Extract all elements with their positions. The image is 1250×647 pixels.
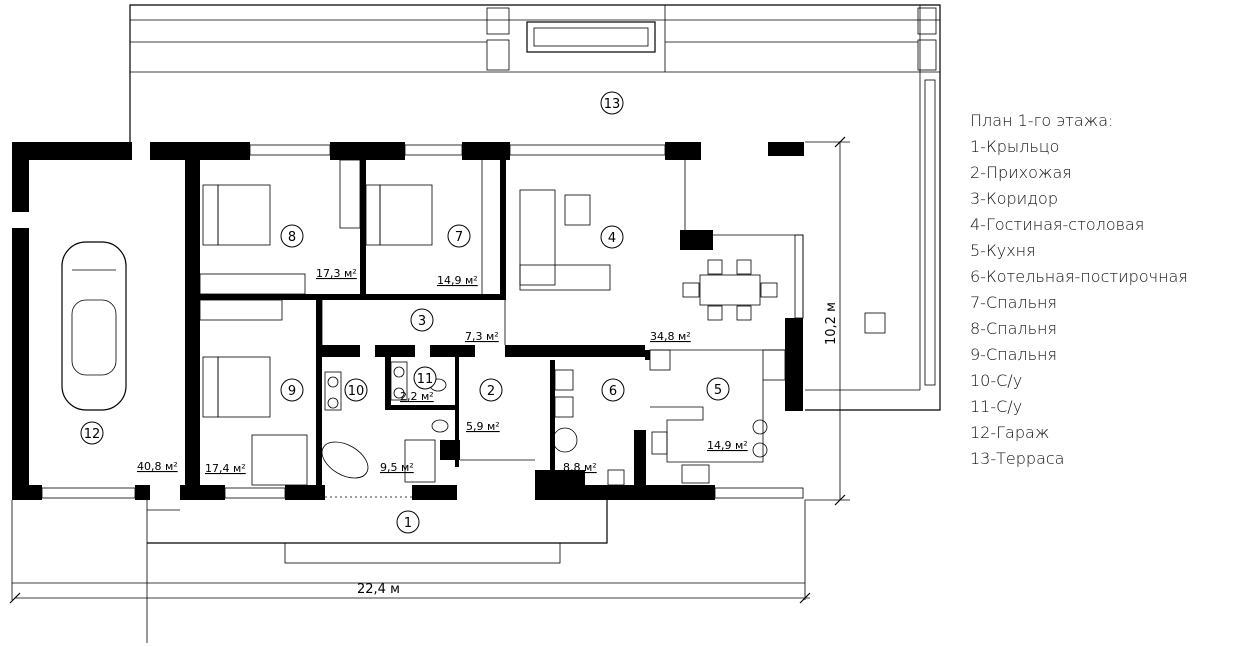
walls: [12, 142, 803, 500]
room-number: 8: [288, 230, 296, 245]
legend-item: 4-Гостиная-столовая: [970, 215, 1145, 234]
room-number-circle: [80, 421, 104, 445]
room-number-circle: [447, 224, 471, 248]
room-number-circle: [706, 377, 730, 401]
room-number-circle: [600, 225, 624, 249]
room-number: 6: [609, 384, 617, 399]
room-number: 13: [604, 97, 621, 112]
room-area: 7,3 м²: [465, 330, 499, 343]
bathtub: [321, 441, 369, 479]
post: [864, 312, 886, 334]
room-area: 14,9 м²: [707, 439, 748, 452]
legend-item: 5-Кухня: [970, 241, 1036, 260]
legend-item: 7-Спальня: [970, 293, 1057, 312]
room-area: 2,2 м²: [400, 390, 434, 403]
dining-table: [699, 274, 761, 306]
room-number: 10: [348, 384, 365, 399]
room-number: 4: [608, 231, 616, 246]
coffee-table: [564, 194, 591, 226]
room-number-circle: [479, 378, 503, 402]
dimensions: 22,4 м 10,2 м: [9, 136, 850, 604]
porch: [11, 500, 806, 643]
room-number-circle: [396, 510, 420, 534]
room-number-circle: [344, 378, 368, 402]
legend-item: 9-Спальня: [970, 345, 1057, 364]
toilet: [431, 419, 449, 433]
windows: [41, 144, 804, 499]
room-number-circle: [410, 308, 434, 332]
legend-item: 12-Гараж: [970, 423, 1050, 442]
car-icon: [61, 241, 127, 411]
legend-item: 13-Терраса: [970, 449, 1065, 468]
room-area: 40,8 м²: [137, 460, 178, 473]
legend-item: 1-Крыльцо: [970, 137, 1060, 156]
room-number-circle: [280, 378, 304, 402]
room-number: 5: [714, 383, 722, 398]
room-number: 12: [84, 427, 101, 442]
room-number: 1: [404, 516, 412, 531]
room-number-circle: [600, 91, 624, 115]
room-number-circle: [413, 366, 437, 390]
legend-title: План 1-го этажа:: [970, 111, 1114, 130]
skylight: [526, 21, 656, 53]
room-area: 9,5 м²: [380, 461, 414, 474]
terrace: [129, 4, 941, 411]
legend-item: 8-Спальня: [970, 319, 1057, 338]
room-number-circle: [280, 224, 304, 248]
legend-item: 2-Прихожая: [970, 163, 1072, 182]
legend-item: 6-Котельная-постирочная: [970, 267, 1188, 286]
width-dimension: 22,4 м: [357, 582, 400, 597]
room-number: 3: [418, 314, 426, 329]
room-area: 17,3 м²: [316, 267, 357, 280]
room-area: 34,8 м²: [650, 330, 691, 343]
room-area: 17,4 м²: [205, 462, 246, 475]
sofa: [519, 189, 556, 286]
bed: [217, 184, 271, 246]
bed: [217, 356, 271, 418]
furniture: [199, 159, 786, 486]
legend-item: 11-С/у: [970, 397, 1023, 416]
room-number-circle: [601, 378, 625, 402]
legend-item: 10-С/у: [970, 371, 1023, 390]
depth-dimension: 10,2 м: [824, 302, 839, 345]
room-number: 11: [417, 372, 434, 387]
room-number: 2: [487, 384, 495, 399]
legend: План 1-го этажа: 1-Крыльцо 2-Прихожая 3-…: [970, 108, 1188, 472]
room-area: 14,9 м²: [437, 274, 478, 287]
bed: [379, 184, 433, 246]
room-area: 8,8 м²: [563, 461, 597, 474]
room-number: 9: [288, 384, 296, 399]
room-number: 7: [455, 230, 463, 245]
room-area: 5,9 м²: [466, 420, 500, 433]
legend-item: 3-Коридор: [970, 189, 1058, 208]
